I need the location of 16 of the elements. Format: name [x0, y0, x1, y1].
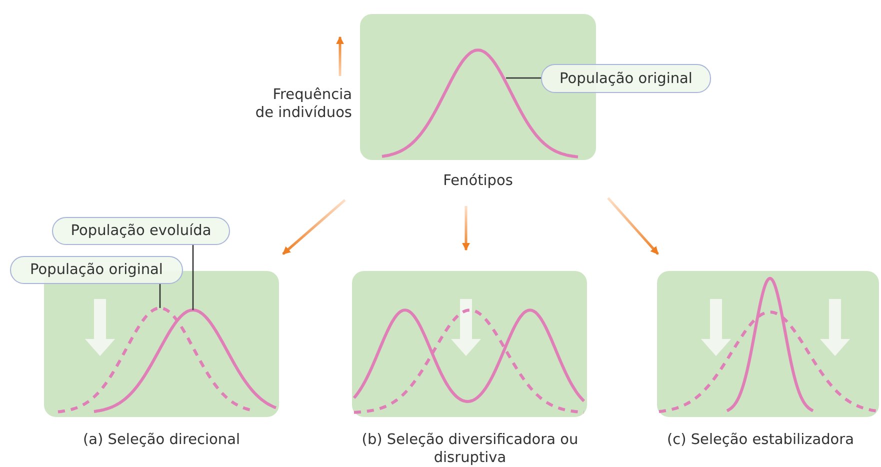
callout-label: População original [10, 256, 183, 284]
panel-caption: (a) Seleção direcional [82, 431, 241, 449]
graph-panel [657, 271, 879, 417]
leader-line [192, 245, 194, 310]
leader-line [506, 77, 541, 79]
arrow [282, 199, 346, 255]
callout-label: População evoluída [52, 217, 230, 245]
arrow [462, 206, 470, 251]
panel-caption: (b) Seleção diversificadora ou disruptiva [360, 431, 580, 467]
graph-panel [352, 271, 587, 417]
axis-label: Frequência de indivíduos [255, 86, 352, 122]
axis-label: Fenótipos [442, 172, 514, 190]
arrow [607, 197, 659, 255]
panel-caption: (c) Seleção estabilizadora [666, 431, 856, 449]
callout-label: População original [541, 64, 711, 93]
leader-line [159, 284, 161, 308]
